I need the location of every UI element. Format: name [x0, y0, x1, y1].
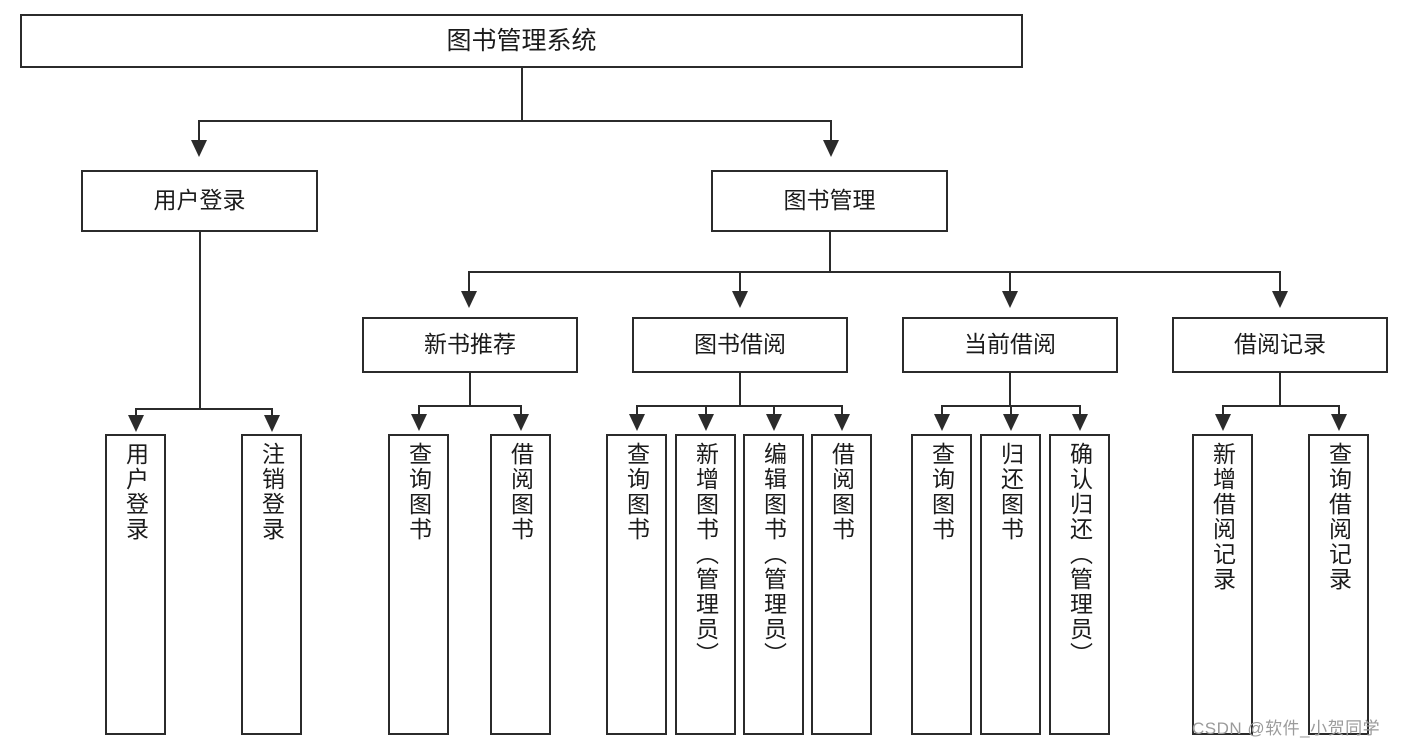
node-book-management[interactable]: 图书管理: [711, 170, 948, 232]
connector-current-borrow-leaf-3: [1079, 405, 1081, 417]
arrowhead-new-book-leaf-1: [411, 414, 427, 431]
connector-borrow-record-leaf-2: [1338, 405, 1340, 417]
node-book-borrow[interactable]: 图书借阅: [632, 317, 848, 373]
arrowhead-root-to-user-login: [191, 140, 207, 157]
connector-book-manage-bar: [468, 271, 1280, 273]
connector-book-borrow-leaf-4: [841, 405, 843, 417]
leaf-book-borrow-add[interactable]: 新增图书（管理员）: [675, 434, 736, 735]
connector-root-to-user-login: [198, 120, 200, 142]
node-label: 确认归还（管理员）: [1066, 442, 1093, 667]
node-label: 图书借阅: [694, 331, 786, 358]
arrowhead-user-login-leaf-1: [128, 415, 144, 432]
node-label: 查询图书: [928, 442, 955, 542]
arrowhead-to-new-book: [461, 291, 477, 308]
connector-current-borrow-leaf-2: [1010, 405, 1012, 417]
node-label: 查询图书: [405, 442, 432, 542]
connector-book-borrow-leaf-3: [773, 405, 775, 417]
arrowhead-user-login-leaf-2: [264, 415, 280, 432]
connector-root-bar: [198, 120, 832, 122]
node-new-book-recommend[interactable]: 新书推荐: [362, 317, 578, 373]
connector-borrow-record-stem: [1279, 373, 1281, 407]
arrowhead-book-borrow-leaf-1: [629, 414, 645, 431]
node-label: 用户登录: [153, 187, 246, 214]
connector-to-book-borrow: [739, 271, 741, 293]
arrowhead-current-borrow-leaf-3: [1072, 414, 1088, 431]
node-user-login[interactable]: 用户登录: [81, 170, 318, 232]
connector-user-login-to-leaf-1: [135, 408, 137, 418]
leaf-borrow-record-query[interactable]: 查询借阅记录: [1308, 434, 1369, 735]
arrowhead-book-borrow-leaf-2: [698, 414, 714, 431]
connector-book-borrow-leaf-2: [705, 405, 707, 417]
leaf-book-borrow-query[interactable]: 查询图书: [606, 434, 667, 735]
node-label: 注销登录: [258, 442, 285, 542]
node-label: 用户登录: [122, 442, 149, 542]
connector-to-borrow-record: [1279, 271, 1281, 293]
node-label: 新增图书（管理员）: [692, 442, 719, 667]
node-label: 当前借阅: [964, 331, 1056, 358]
connector-new-book-leaf-1: [418, 405, 420, 417]
node-label: 借阅图书: [828, 442, 855, 542]
leaf-book-borrow-edit[interactable]: 编辑图书（管理员）: [743, 434, 804, 735]
leaf-new-book-borrow[interactable]: 借阅图书: [490, 434, 551, 735]
node-label: 查询借阅记录: [1325, 442, 1352, 592]
connector-book-borrow-bar: [636, 405, 842, 407]
node-label: 新增借阅记录: [1209, 442, 1236, 592]
connector-current-borrow-stem: [1009, 373, 1011, 407]
leaf-current-borrow-query[interactable]: 查询图书: [911, 434, 972, 735]
connector-new-book-bar: [418, 405, 522, 407]
connector-borrow-record-bar: [1222, 405, 1338, 407]
node-borrow-record[interactable]: 借阅记录: [1172, 317, 1388, 373]
node-label: 编辑图书（管理员）: [760, 442, 787, 667]
arrowhead-root-to-book-manage: [823, 140, 839, 157]
leaf-borrow-record-add[interactable]: 新增借阅记录: [1192, 434, 1253, 735]
node-label: 图书管理: [783, 187, 876, 214]
arrowhead-to-borrow-record: [1272, 291, 1288, 308]
node-label: 归还图书: [997, 442, 1024, 542]
arrowhead-to-book-borrow: [732, 291, 748, 308]
leaf-new-book-query[interactable]: 查询图书: [388, 434, 449, 735]
connector-to-new-book: [468, 271, 470, 293]
connector-current-borrow-leaf-1: [941, 405, 943, 417]
connector-user-login-bar: [135, 408, 271, 410]
arrowhead-book-borrow-leaf-3: [766, 414, 782, 431]
leaf-user-login-login[interactable]: 用户登录: [105, 434, 166, 735]
node-root-system[interactable]: 图书管理系统: [20, 14, 1023, 68]
node-current-borrow[interactable]: 当前借阅: [902, 317, 1118, 373]
connector-to-current-borrow: [1009, 271, 1011, 293]
leaf-user-login-logout[interactable]: 注销登录: [241, 434, 302, 735]
node-label: 新书推荐: [424, 331, 516, 358]
arrowhead-current-borrow-leaf-2: [1003, 414, 1019, 431]
connector-root-to-book-manage: [830, 120, 832, 142]
node-label: 查询图书: [623, 442, 650, 542]
arrowhead-current-borrow-leaf-1: [934, 414, 950, 431]
arrowhead-borrow-record-leaf-1: [1215, 414, 1231, 431]
node-label: 借阅记录: [1234, 331, 1326, 358]
connector-book-manage-stem: [829, 232, 831, 273]
connector-user-login-to-leaf-2: [271, 408, 273, 418]
leaf-current-borrow-confirm-return[interactable]: 确认归还（管理员）: [1049, 434, 1110, 735]
connector-user-login-stem: [199, 232, 201, 410]
connector-root-stem: [521, 68, 523, 122]
connector-new-book-stem: [469, 373, 471, 407]
connector-book-borrow-stem: [739, 373, 741, 407]
leaf-book-borrow-borrow[interactable]: 借阅图书: [811, 434, 872, 735]
arrowhead-borrow-record-leaf-2: [1331, 414, 1347, 431]
leaf-current-borrow-return[interactable]: 归还图书: [980, 434, 1041, 735]
arrowhead-to-current-borrow: [1002, 291, 1018, 308]
connector-borrow-record-leaf-1: [1222, 405, 1224, 417]
node-label: 图书管理系统: [446, 27, 597, 55]
connector-new-book-leaf-2: [520, 405, 522, 417]
arrowhead-book-borrow-leaf-4: [834, 414, 850, 431]
connector-book-borrow-leaf-1: [636, 405, 638, 417]
arrowhead-new-book-leaf-2: [513, 414, 529, 431]
node-label: 借阅图书: [507, 442, 534, 542]
